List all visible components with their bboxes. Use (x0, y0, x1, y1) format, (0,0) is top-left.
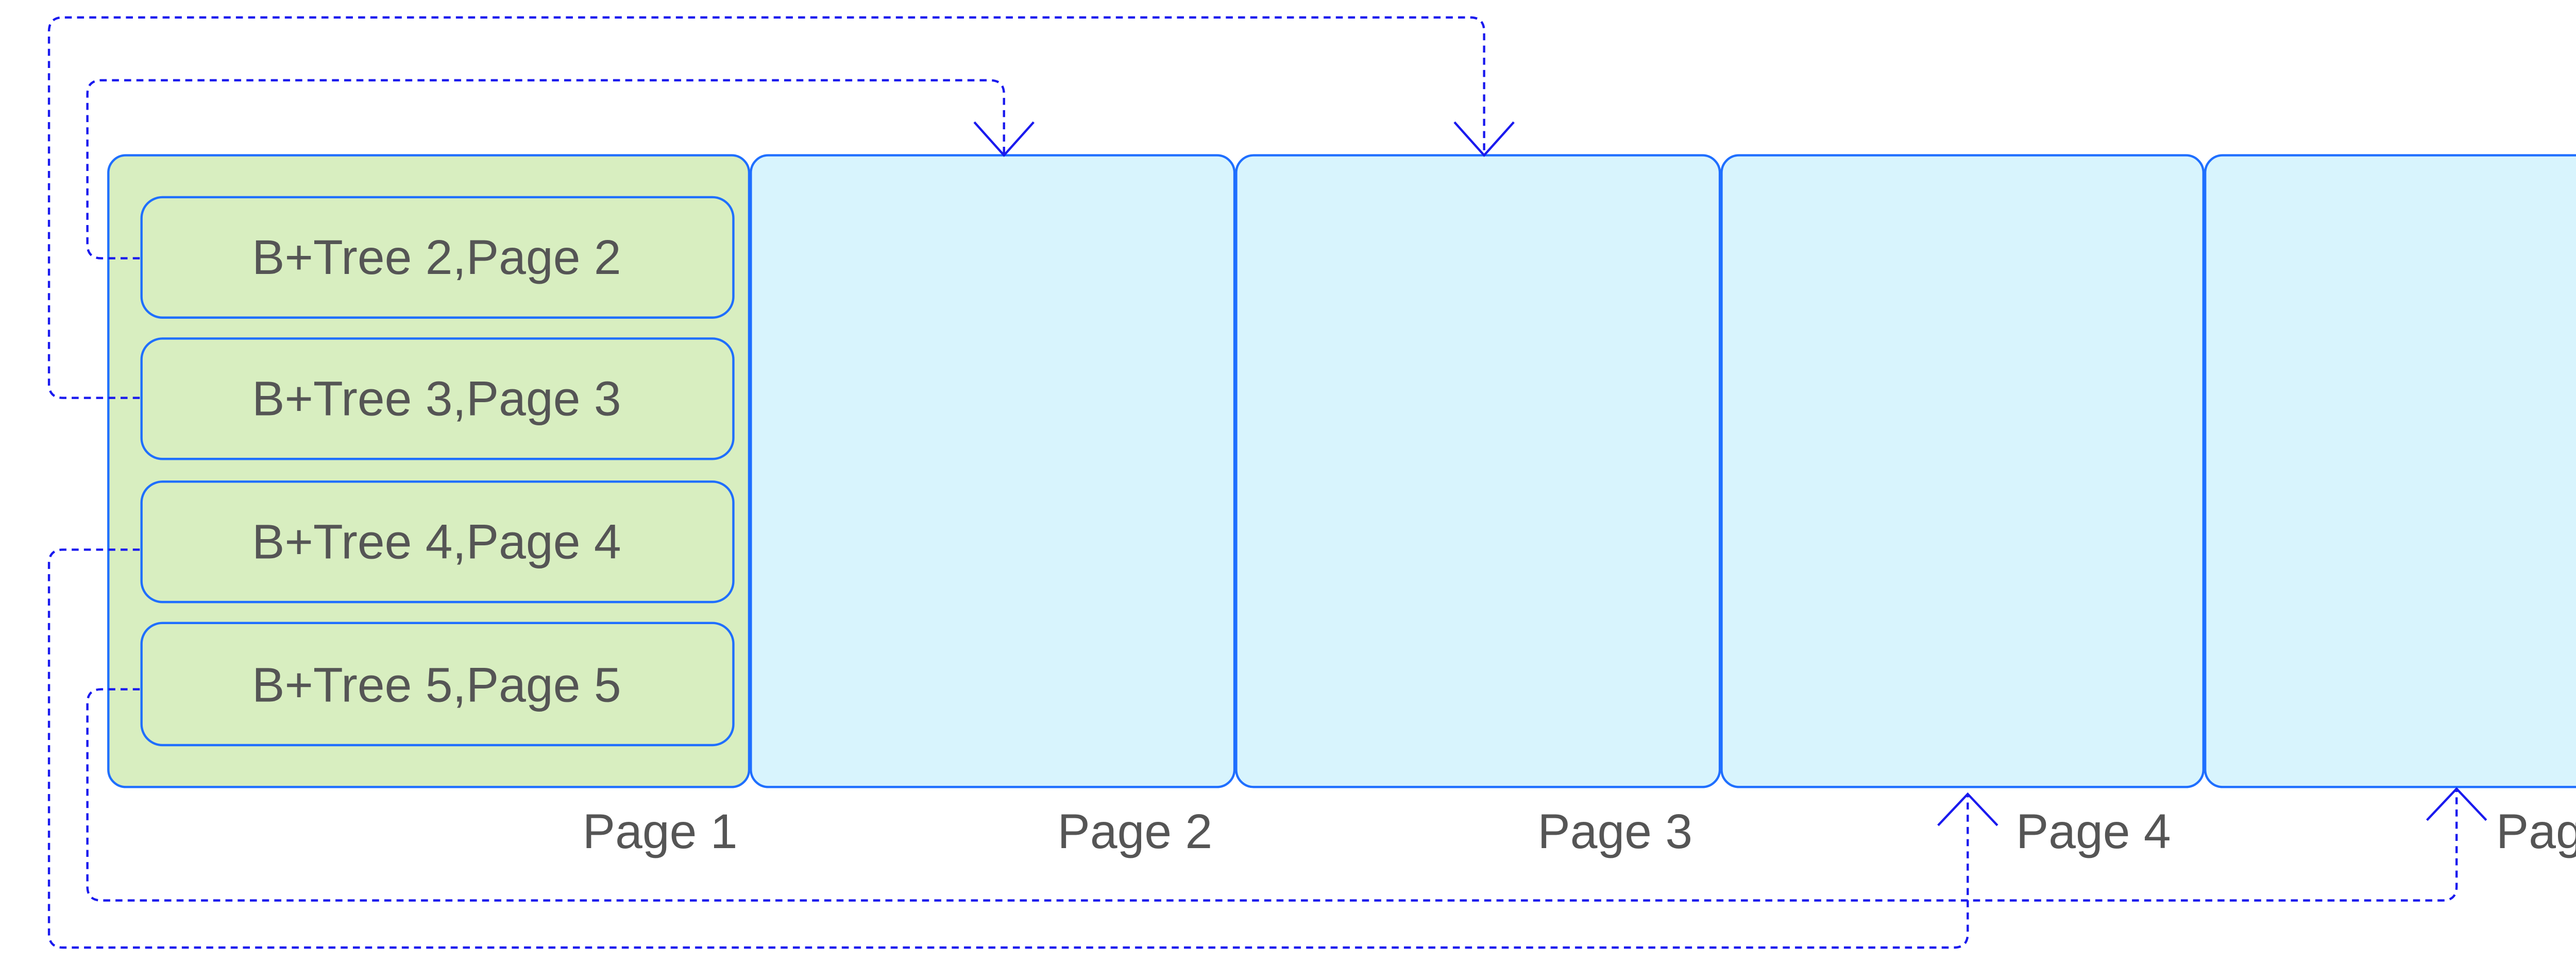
entry-tree-3: B+Tree 3,Page 3 (140, 337, 735, 460)
link-tree-3-to-page-3 (47, 16, 1515, 399)
page-3-box (1235, 154, 1721, 788)
entry-tree-4: B+Tree 4,Page 4 (140, 480, 735, 604)
entry-label: B+Tree 5,Page 5 (252, 658, 621, 712)
entry-label: B+Tree 3,Page 3 (252, 372, 621, 426)
entry-label: B+Tree 2,Page 2 (252, 230, 621, 285)
page-4-box (1720, 154, 2205, 788)
page-2-box (750, 154, 1236, 788)
page-4-label: Page 4 (2016, 804, 2171, 859)
page-5-box (2204, 154, 2576, 788)
page-1-label: Page 1 (583, 804, 738, 859)
entry-label: B+Tree 4,Page 4 (252, 514, 621, 569)
page-2-label: Page 2 (1058, 804, 1213, 859)
link-tree-5-to-page-5 (86, 688, 2487, 902)
entry-tree-5: B+Tree 5,Page 5 (140, 622, 735, 747)
page-5-label: Page 5 (2496, 804, 2576, 859)
entry-tree-2: B+Tree 2,Page 2 (140, 196, 735, 319)
link-tree-4-to-page-4 (47, 548, 1998, 949)
link-tree-2-to-page-2 (86, 79, 1035, 260)
page-3-label: Page 3 (1537, 804, 1692, 859)
